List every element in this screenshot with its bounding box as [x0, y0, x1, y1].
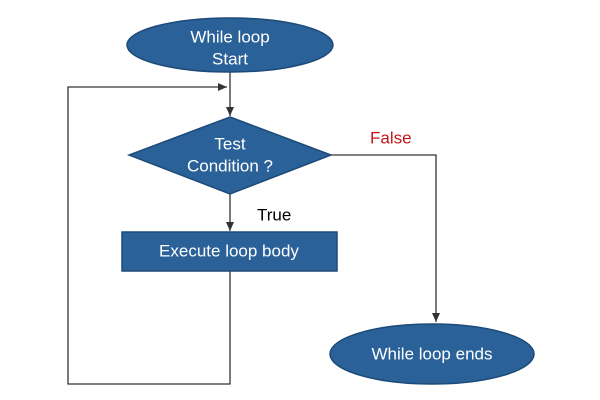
decision-diamond	[126, 116, 334, 195]
end-node: While loop ends	[329, 323, 535, 385]
edge-process-loop-back	[67, 83, 231, 385]
process-node: Execute loop body	[121, 231, 338, 272]
start-node: While loop Start	[126, 17, 334, 73]
start-label-line2: Start	[212, 49, 248, 68]
end-ellipse	[329, 323, 535, 385]
decision-label-line2: Condition ?	[187, 156, 273, 175]
process-label: Execute loop body	[159, 241, 299, 260]
false-label: False	[370, 128, 412, 147]
decision-label-line1: Test	[214, 134, 245, 153]
true-label: True	[257, 205, 291, 224]
end-label: While loop ends	[372, 344, 493, 363]
edge-decision-to-end	[331, 154, 440, 322]
process-rect	[121, 231, 338, 272]
start-label-line1: While loop	[190, 27, 269, 46]
decision-node: Test Condition ?	[126, 116, 334, 195]
start-ellipse	[126, 17, 334, 73]
